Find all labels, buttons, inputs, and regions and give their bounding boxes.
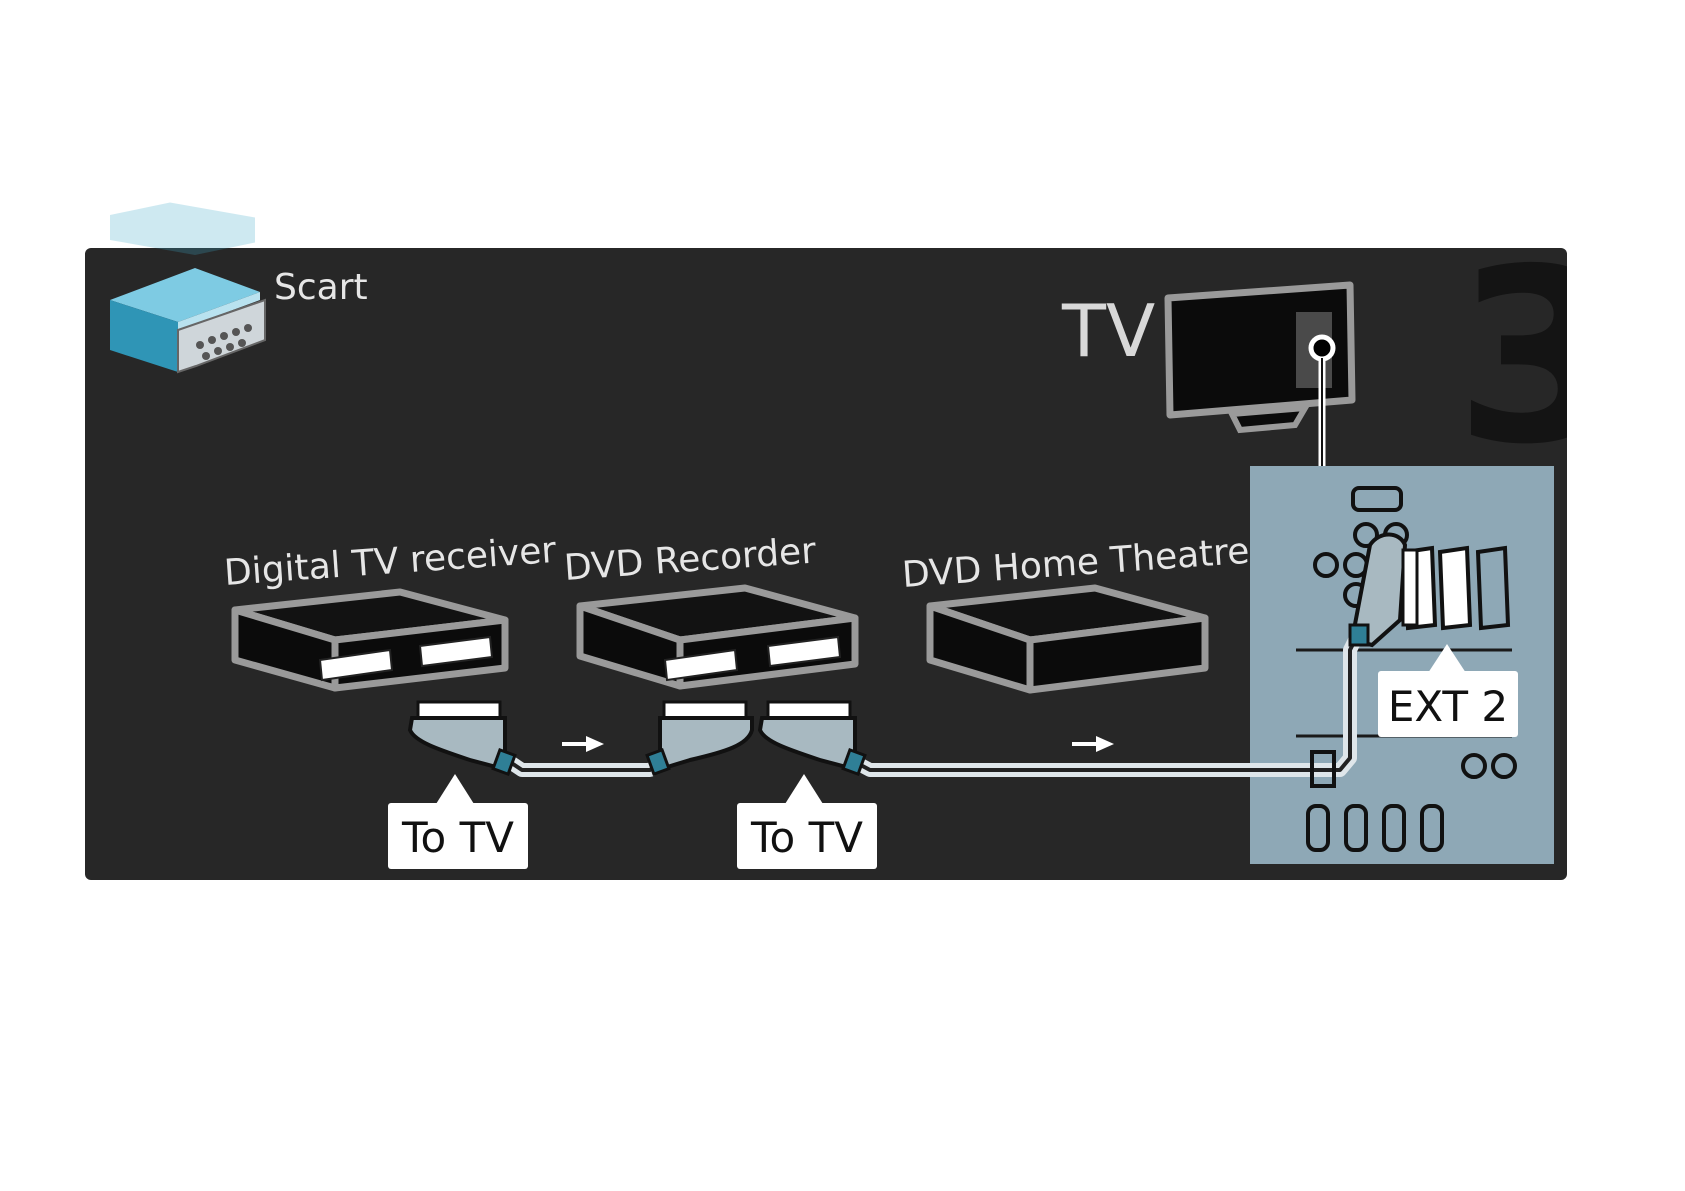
- legend-label: Scart: [274, 267, 368, 308]
- svg-text:EXT 2: EXT 2: [1388, 682, 1508, 731]
- tv-label: TV: [1061, 289, 1155, 373]
- svg-text:To TV: To TV: [401, 813, 514, 862]
- dvd-home-theatre: [930, 588, 1205, 690]
- tv-connector-panel: [1250, 466, 1554, 864]
- svg-text:To TV: To TV: [750, 813, 863, 862]
- step-number: 3: [1455, 217, 1622, 497]
- digital-tv-receiver: [235, 592, 505, 688]
